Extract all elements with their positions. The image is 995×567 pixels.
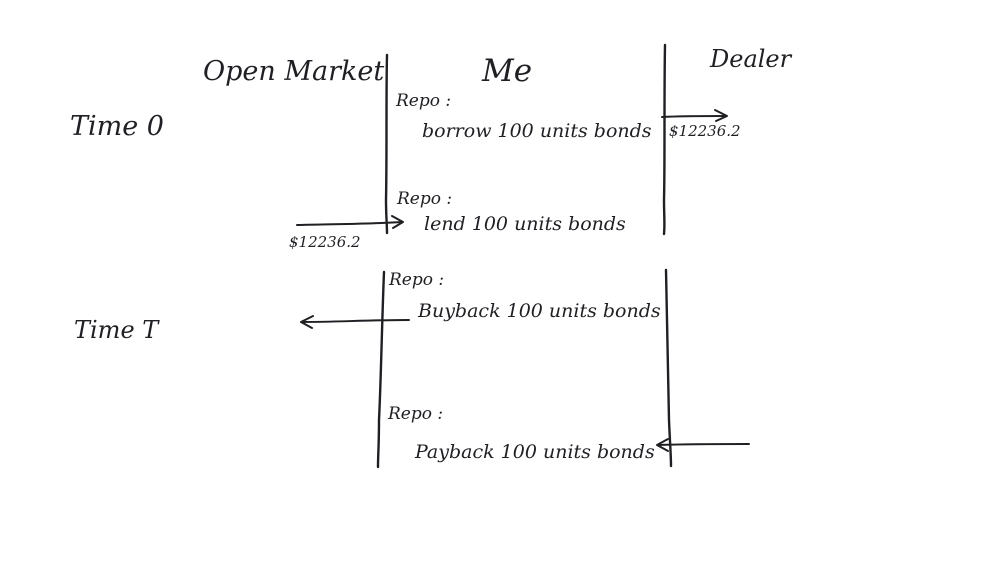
time0-repo2-text: lend 100 units bonds [424, 213, 626, 235]
timeT-repo2-text: Payback 100 units bonds [415, 441, 655, 463]
timeT-repo1-text: Buyback 100 units bonds [418, 300, 661, 322]
divider-me-dealer-time0 [662, 43, 667, 236]
column-header-open-market: Open Market [203, 56, 385, 87]
column-header-me: Me [482, 53, 533, 89]
time0-repo1-text: borrow 100 units bonds [422, 120, 652, 142]
arrow-bonds-to-market-shaft [301, 319, 410, 323]
time0-repo1-amount: $12236.2 [669, 122, 741, 140]
arrow-cash-to-dealer-shaft [661, 115, 727, 118]
arrow-bonds-to-market-head [300, 315, 314, 329]
arrow-bonds-from-dealer-head [656, 438, 669, 452]
row-label-time0: Time 0 [70, 111, 164, 142]
arrow-cash-to-dealer-head [714, 109, 728, 122]
divider-openmarket-me-time0 [384, 53, 389, 235]
arrow-cash-from-market-head [391, 215, 404, 229]
time0-repo1-label: Repo : [396, 91, 452, 111]
arrow-cash-from-market-shaft [296, 221, 403, 226]
column-header-dealer: Dealer [710, 45, 792, 73]
divider-me-dealer-timeT [664, 268, 673, 468]
arrow-bonds-from-dealer-shaft [657, 443, 750, 446]
time0-repo2-label: Repo : [397, 189, 453, 209]
divider-openmarket-me-timeT [376, 270, 386, 469]
timeT-repo1-label: Repo : [389, 270, 445, 290]
time0-repo2-amount: $12236.2 [289, 233, 361, 251]
timeT-repo2-label: Repo : [388, 404, 444, 424]
row-label-timeT: Time T [74, 316, 159, 344]
